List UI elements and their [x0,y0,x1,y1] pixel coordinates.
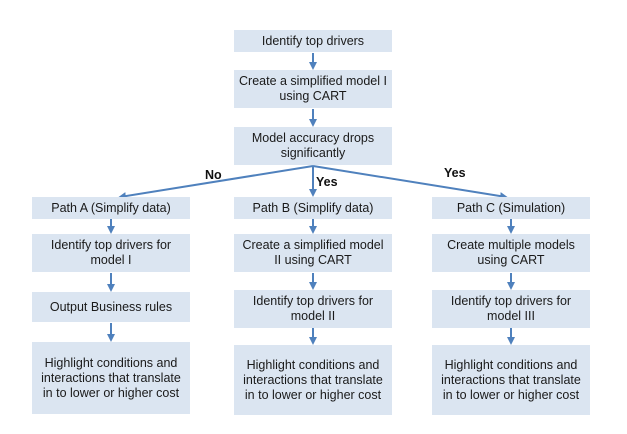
node-path-b: Path B (Simplify data) [234,197,392,219]
node-create-model-i: Create a simplified model I using CART [234,70,392,108]
edge-label-no: No [205,168,222,182]
arrow-accuracy-to-path-c [312,165,508,200]
node-accuracy-drops: Model accuracy drops significantly [234,127,392,165]
node-a-output-rules: Output Business rules [32,292,190,322]
arrow-accuracy-to-path-a [118,165,314,200]
node-b-highlight: Highlight conditions and interactions th… [234,345,392,415]
node-a-identify-drivers: Identify top drivers for model I [32,234,190,272]
node-c-create-models: Create multiple models using CART [432,234,590,272]
node-b-identify-drivers: Identify top drivers for model II [234,290,392,328]
edge-label-yes-b: Yes [316,175,338,189]
node-b-create-model-ii: Create a simplified model II using CART [234,234,392,272]
node-a-highlight: Highlight conditions and interactions th… [32,342,190,414]
node-path-a: Path A (Simplify data) [32,197,190,219]
node-path-c: Path C (Simulation) [432,197,590,219]
node-identify-top-drivers: Identify top drivers [234,30,392,52]
node-c-identify-drivers: Identify top drivers for model III [432,290,590,328]
edge-label-yes-c: Yes [444,166,466,180]
node-c-highlight: Highlight conditions and interactions th… [432,345,590,415]
